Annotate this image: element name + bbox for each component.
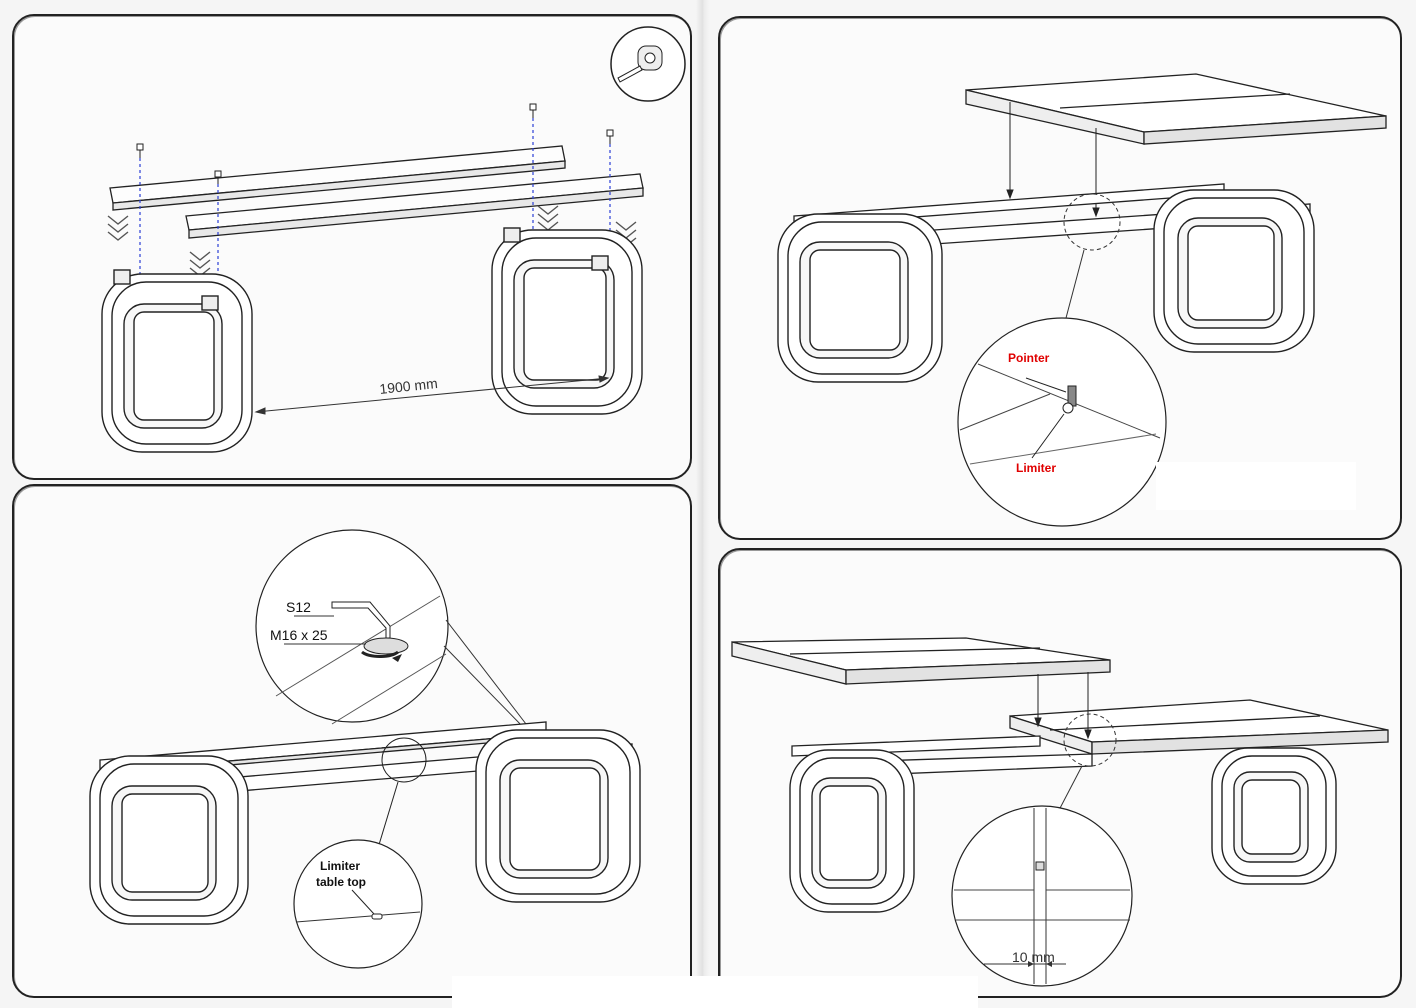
- bolt-detail-circle: [255, 529, 449, 725]
- limiter-label: Limiter: [1016, 461, 1056, 475]
- distance-dimension-line: [254, 375, 610, 415]
- key-size-label: S12: [286, 599, 311, 615]
- crossbeam-front: [185, 173, 644, 239]
- step1-panel: 1900 mm: [12, 14, 692, 480]
- crossbeam-back: [109, 145, 566, 211]
- table-top-panel: [965, 73, 1387, 145]
- alignment-guides: [139, 118, 611, 306]
- page-gutter: [696, 0, 710, 1008]
- gap-detail-circle: [951, 805, 1133, 987]
- limiter-label: Limiter: [320, 859, 360, 873]
- hex-key-icon: [331, 601, 409, 655]
- step2-panel: Pointer Limiter: [718, 16, 1402, 540]
- pointer-detail-circle: [957, 317, 1167, 527]
- right-leg-frame: [1153, 189, 1315, 353]
- screws: [136, 103, 614, 184]
- bottom-blank-strip: [452, 976, 978, 1008]
- step4-panel: 10 mm: [718, 548, 1402, 998]
- detail-leader-line: [445, 619, 527, 725]
- right-leg-frame: [475, 729, 641, 903]
- placement-arrows: [1034, 672, 1092, 740]
- step4-illustration: 10 mm: [731, 637, 1389, 987]
- step3-illustration: S12 M16 x 25: [89, 529, 641, 969]
- gap-label: 10 mm: [1012, 949, 1055, 965]
- left-leg-frame: [789, 749, 915, 913]
- limiter-highlight-circle: [381, 737, 427, 783]
- step1-illustration: 1900 mm: [101, 26, 686, 453]
- limiter-detail-circle: [293, 839, 423, 969]
- gap-highlight-circle: [1063, 713, 1117, 767]
- right-leg-frame: [1211, 747, 1337, 885]
- step3-panel: S12 M16 x 25: [12, 484, 692, 998]
- distance-label: 1900 mm: [379, 375, 439, 397]
- erased-area: [1156, 462, 1356, 510]
- second-table-top-panel: [731, 637, 1111, 685]
- step2-illustration: Pointer Limiter: [777, 73, 1387, 527]
- table-top-label: table top: [316, 875, 366, 889]
- right-leg-frame: [491, 227, 643, 415]
- left-leg-frame: [777, 213, 943, 383]
- pointer-highlight-circle: [1063, 193, 1121, 251]
- tape-measure-icon: [610, 26, 686, 102]
- left-leg-frame: [101, 269, 253, 453]
- pointer-label: Pointer: [1008, 351, 1050, 365]
- left-leg-frame: [89, 755, 249, 925]
- bolt-size-label: M16 x 25: [270, 627, 328, 643]
- placed-table-top-panel: [1009, 699, 1389, 755]
